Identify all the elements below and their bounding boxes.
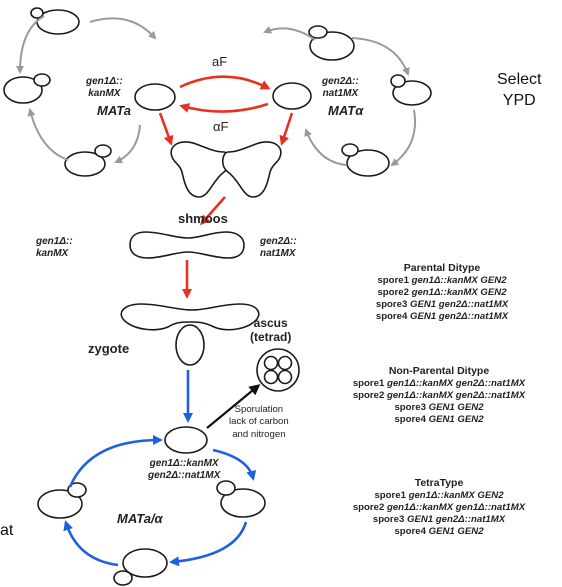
shmoo-to-pair-arrow bbox=[200, 196, 226, 226]
mata-to-shmoo-arrow bbox=[158, 112, 174, 146]
mata-cycle-arrow-top bbox=[89, 17, 157, 40]
mata-cell-bottom-bud bbox=[94, 144, 112, 158]
mata-alpha-label: MATa/α bbox=[117, 511, 163, 526]
af-label: aF bbox=[212, 54, 228, 69]
diploid-cycle-arrow-left bbox=[68, 435, 163, 488]
matalpha-cycle-arrow-right bbox=[390, 109, 416, 167]
ascus-tetrad bbox=[256, 348, 300, 392]
gen1-mid-label: gen1Δ::kanMX bbox=[36, 236, 73, 259]
mata-cell-center bbox=[134, 83, 176, 111]
diploid-cell-right-bud bbox=[216, 480, 236, 496]
spore-line: spore4 GEN1 GEN2 bbox=[394, 414, 484, 426]
zygote-bud bbox=[175, 324, 205, 366]
spore-line: spore4 GEN1 gen2Δ::nat1MX bbox=[375, 311, 509, 323]
mata-cell-left-bud bbox=[33, 73, 51, 87]
parental-ditype-panel: Parental Ditype spore1 gen1Δ::kanMX GEN2… bbox=[322, 262, 562, 323]
mata-cycle-arrow-bottom bbox=[114, 124, 141, 164]
panel-title: Non-Parental Ditype bbox=[388, 365, 490, 377]
matalpha-cell-right bbox=[392, 80, 432, 106]
sporulation-label: Sporulation lack of carbon and nitrogen bbox=[229, 404, 289, 440]
matalpha-cell-top bbox=[309, 31, 355, 61]
matalpha-cell-right-bud bbox=[390, 74, 406, 88]
shmoo-right bbox=[221, 141, 282, 198]
shmoo-left bbox=[170, 141, 231, 198]
alphaf-label: αF bbox=[213, 119, 229, 134]
matalpha-to-shmoo-arrow bbox=[279, 112, 294, 146]
spore-line: spore3 GEN1 GEN2 bbox=[394, 402, 484, 414]
diploid-cell-left bbox=[37, 489, 83, 519]
spore-line: spore4 GEN1 GEN2 bbox=[394, 526, 484, 538]
spore-line: spore1 gen1Δ::kanMX gen2Δ::nat1MX bbox=[352, 378, 526, 390]
mata-cell-top-bud bbox=[30, 7, 44, 19]
matalpha-cell-center bbox=[272, 82, 312, 110]
diploid-cell-bottom bbox=[122, 548, 168, 578]
zygote-label: zygote bbox=[88, 341, 130, 356]
matalpha-cycle-arrow-top bbox=[263, 26, 316, 41]
mata-cell-bottom bbox=[64, 151, 106, 177]
matalpha-cell-top-bud bbox=[308, 25, 328, 39]
diploid-cell-bottom-bud bbox=[113, 570, 133, 586]
mata-cycle-arrow-left bbox=[16, 15, 45, 74]
panel-title: TetraType bbox=[414, 477, 464, 489]
spore-line: spore3 GEN1 gen2Δ::nat1MX bbox=[375, 299, 509, 311]
mata-cycle-arrow-bottomleft bbox=[27, 108, 69, 161]
gen2-top-label: gen2Δ::nat1MX bbox=[322, 76, 359, 99]
spore-line: spore2 gen1Δ::kanMX gen1Δ::nat1MX bbox=[352, 502, 526, 514]
spore-line: spore2 gen1Δ::kanMX gen2Δ::nat1MX bbox=[352, 390, 526, 402]
spore-line: spore2 gen1Δ::kanMX GEN2 bbox=[377, 287, 507, 299]
left-partial-text: at bbox=[0, 522, 14, 539]
alphaf-pheromone-arrow bbox=[179, 102, 269, 113]
matalpha-cycle-arrow-topright bbox=[351, 37, 410, 76]
spore-line: spore1 gen1Δ::kanMX GEN2 bbox=[377, 275, 507, 287]
spore-line: spore1 gen1Δ::kanMX GEN2 bbox=[374, 490, 504, 502]
matalpha-cycle-arrow-bottom bbox=[304, 128, 347, 166]
matalpha-label: MATα bbox=[328, 103, 364, 118]
diploid-cycle-arrow-bottomleft bbox=[63, 520, 119, 567]
gen1-top-label: gen1Δ::kanMX bbox=[86, 76, 123, 99]
spore-line: spore3 GEN1 gen2Δ::nat1MX bbox=[372, 514, 506, 526]
matalpha-cell-bottom-bud bbox=[341, 143, 359, 157]
gen2-mid-label: gen2Δ::nat1MX bbox=[260, 236, 297, 259]
diploid-cell-right bbox=[220, 488, 266, 518]
diploid-cell bbox=[164, 426, 208, 454]
diploid-cycle-arrow-right bbox=[212, 448, 257, 481]
shmoos-label: shmoos bbox=[178, 211, 228, 226]
matalpha-cell-bottom bbox=[346, 149, 390, 177]
diploid-cycle-arrow-bottomright bbox=[169, 521, 248, 567]
ascus-label: ascus(tetrad) bbox=[250, 316, 292, 344]
tetratype-panel: TetraType spore1 gen1Δ::kanMX GEN2 spore… bbox=[316, 477, 562, 538]
panel-title: Parental Ditype bbox=[403, 262, 481, 274]
zygote-body bbox=[120, 303, 260, 331]
af-pheromone-arrow bbox=[179, 75, 271, 90]
mata-label: MATa bbox=[97, 103, 131, 118]
mating-pair-cells bbox=[129, 231, 245, 259]
diploid-cell-left-bud bbox=[67, 482, 87, 498]
mata-cell-left bbox=[3, 76, 43, 104]
non-parental-ditype-panel: Non-Parental Ditype spore1 gen1Δ::kanMX … bbox=[316, 365, 562, 426]
sporulation-arrow bbox=[206, 384, 261, 429]
